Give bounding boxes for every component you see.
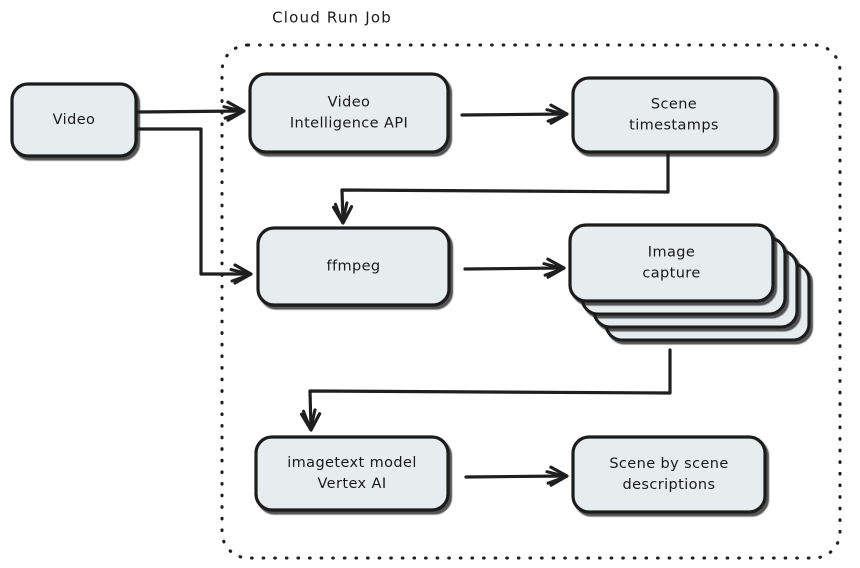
node-image-capture[interactable]: Image capture (568, 223, 811, 342)
node-label-line: descriptions (623, 477, 716, 493)
node-label-line: Scene (651, 97, 697, 113)
arrow-head (331, 201, 354, 225)
arrow-head (545, 103, 569, 125)
node-ffmpeg[interactable]: ffmpeg (256, 226, 451, 307)
node-scene-by-scene-descriptions[interactable]: Scene by scene descriptions (571, 435, 767, 514)
node-label-line: Vertex AI (317, 476, 386, 492)
edge-video-to-ffmpeg (136, 127, 253, 285)
cloud-run-job-group: Cloud Run Job (220, 9, 842, 560)
node-box[interactable] (571, 435, 767, 514)
edge-layer (136, 100, 672, 487)
edge-imagetext-model-to-scene-by-scene-descriptions (464, 465, 569, 487)
node-label-line: Video (53, 112, 96, 128)
arrow-head (229, 263, 253, 285)
node-video[interactable]: Video (10, 82, 138, 158)
node-label-line: Scene by scene (609, 456, 728, 472)
group-border (220, 43, 842, 560)
node-box[interactable] (10, 82, 138, 158)
arrow-head (222, 100, 246, 122)
edge-video-intelligence-api-to-scene-timestamps (460, 103, 569, 125)
edge-ffmpeg-to-image-capture (463, 257, 566, 279)
node-box[interactable] (568, 223, 775, 303)
node-label-line: imagetext model (287, 455, 417, 471)
node-label-line: Intelligence API (290, 116, 408, 132)
node-box[interactable] (254, 435, 450, 512)
node-label-line: capture (642, 266, 700, 282)
edge-video-to-video-intelligence-api (136, 100, 246, 122)
node-scene-timestamps[interactable]: Scene timestamps (571, 76, 777, 154)
edge-scene-timestamps-to-ffmpeg (331, 152, 670, 225)
node-box[interactable] (248, 72, 450, 154)
arrow-head (300, 408, 322, 432)
node-box[interactable] (256, 226, 451, 307)
node-box[interactable] (571, 76, 777, 154)
edge-image-capture-to-imagetext-model (300, 348, 672, 432)
node-label-line: ffmpeg (326, 259, 380, 275)
arrow-head (542, 257, 566, 279)
group-title: Cloud Run Job (272, 9, 392, 27)
node-label-line: Video (328, 95, 371, 111)
node-label-line: Image (648, 245, 695, 261)
arrow-head (545, 465, 569, 487)
node-label-line: timestamps (629, 118, 719, 134)
